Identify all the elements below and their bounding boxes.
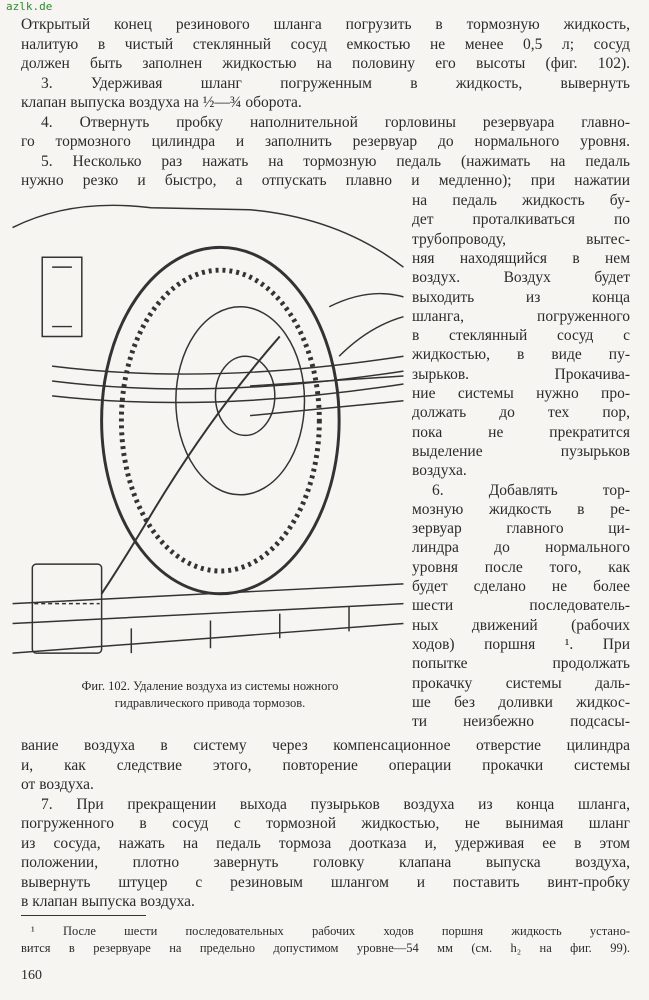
watermark: azlk.de [6,0,53,13]
text-line: воздух. Воздух будет [412,269,630,287]
text-line: нужно резко и быстро, а отпускать плавно… [21,172,630,189]
text-line: на педаль жидкость бу- [412,192,630,209]
floor [12,583,404,654]
brake-drum [175,306,306,496]
bleeder-hose [100,335,281,595]
page-number: 160 [21,968,42,983]
hand [328,292,404,357]
text-line: ше без доливки жидкос- [412,693,630,711]
text-line: вывернуть штуцер с резиновым шлангом и п… [21,873,630,891]
text-line: шести последователь- [412,597,630,615]
text-line: ходов) поршня ¹. При [412,635,630,653]
text-line: в стеклянный сосуд с [412,327,630,345]
text-line: выходить из конца [412,288,630,306]
footnote-line-2: вится в резервуаре на предельно допустим… [21,941,630,955]
axle [249,375,404,417]
text-line: зырьков. Прокачива- [412,365,630,383]
text-line: в клапан выпуска воздуха. [21,893,195,910]
text-line: клапан выпуска воздуха на ½—¾ оборота. [21,94,302,111]
text-line: дет проталкиваться по [412,211,630,229]
text-line: должен быть заполнен жидкостью на полови… [21,55,630,72]
text-line: 3. Удерживая шланг погруженным в жидкост… [41,74,630,92]
figure-102-illustration [12,204,404,654]
figure-caption-line-1: Фиг. 102. Удаление воздуха из системы но… [81,679,339,693]
text-line: должать до тех пор, [412,404,630,422]
text-line: уровня после того, как [412,558,630,576]
text-line: вание воздуха в систему через компенсаци… [21,737,630,754]
text-line: жидкостью, в виде пу- [412,346,630,364]
text-line: няя находящийся в нем [412,249,630,267]
text-line: шланга, погруженного [412,307,630,325]
text-line: 4. Отвернуть пробку наполнительной горло… [41,113,630,131]
glass-vessel [31,563,103,654]
text-line: линдра до нормального [412,539,630,557]
fender-outline [12,204,404,268]
text-line: будет сделано не более [412,578,630,595]
text-line: ти неизбежно подсасы- [412,713,630,731]
footnote-rule [21,915,146,916]
footnote-line-1: ¹ После шести последовательных рабочих х… [31,924,630,938]
text-line: мозную жидкость в ре- [412,500,630,518]
text-line: 7. При прекращении выхода пузырьков возд… [41,795,630,813]
text-line: прокачку системы даль- [412,674,630,692]
text-line: ние системы нужно про- [412,385,630,402]
text-line: зервуар главного ци- [412,520,630,538]
text-line: Открытый конец резинового шланга погрузи… [21,16,630,33]
text-line: 6. Добавлять тор- [432,481,630,499]
text-line: трубопроводу, вытес- [412,230,630,248]
text-line: воздуха. [412,462,467,480]
text-line: от воздуха. [21,776,94,793]
leaf-spring [52,355,404,404]
text-line: налитую в чистый стеклянный сосуд емкост… [21,35,630,53]
text-line: положении, плотно завернуть головку клап… [21,854,630,871]
text-line: из сосуда, нажать на педаль тормоза доот… [21,834,630,852]
text-line: погруженного в сосуд с тормозной жидкост… [21,815,630,832]
text-line: и, как следствие этого, повторение опера… [21,756,630,774]
figure-caption-line-2: гидравлического привода тормозов. [114,696,306,710]
text-line: попытке продолжать [412,655,630,673]
text-line: 5. Несколько раз нажать на тормозную пед… [41,152,630,170]
text-line: ных движений (рабочих [412,616,630,634]
spring-bracket [41,256,83,338]
text-line: пока не прекратится [412,423,630,441]
text-line: выделение пузырьков [412,442,630,460]
text-line: го тормозного цилиндра и заполнить резер… [21,133,630,150]
